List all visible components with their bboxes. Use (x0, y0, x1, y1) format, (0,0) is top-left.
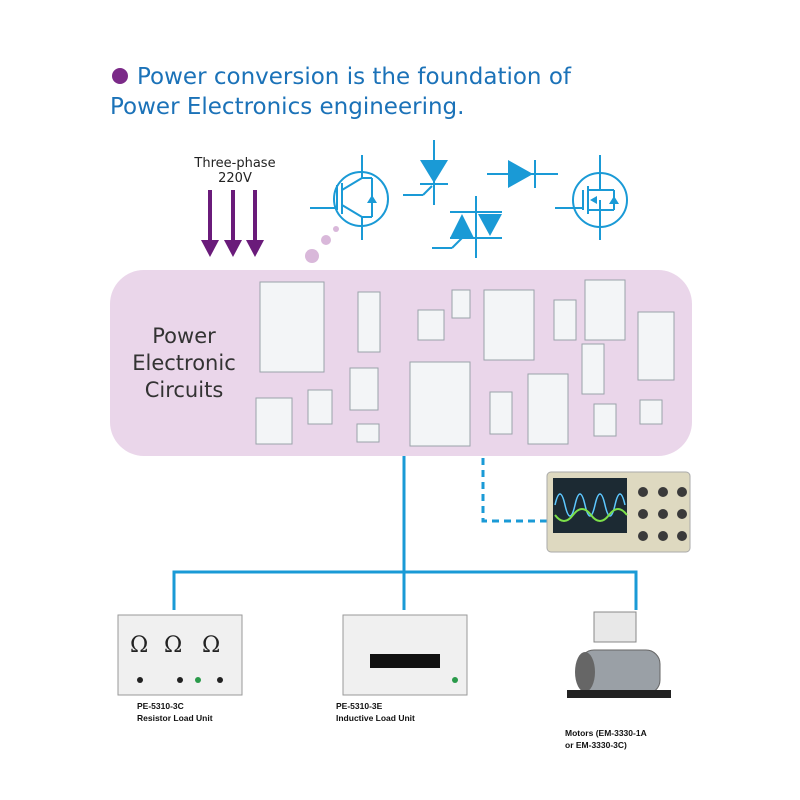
svg-text:Ω: Ω (130, 633, 148, 658)
three-phase-arrows-icon (201, 190, 264, 257)
circuit-modules (255, 279, 675, 447)
svg-text:Ω: Ω (202, 633, 220, 658)
load-2-model: PE-5310-3E (336, 701, 383, 711)
mosfet-symbol-icon (555, 155, 628, 240)
load-1-name: Resistor Load Unit (137, 713, 213, 723)
igbt-symbol-icon (310, 155, 389, 240)
center-label-2: Electronic (132, 351, 236, 375)
heading-line-1: Power conversion is the foundation of (137, 64, 572, 90)
load-3-model: Motors (EM-3330-1A (565, 728, 647, 738)
center-label-3: Circuits (145, 378, 224, 402)
thyristor-symbol-icon (403, 140, 448, 205)
oscilloscope-image (546, 471, 691, 553)
load-3-name: or EM-3330-3C) (565, 740, 627, 750)
oscilloscope-link (481, 458, 547, 523)
load-1-model: PE-5310-3C (137, 701, 184, 711)
motor-image (567, 611, 671, 698)
supply-label-2: 220V (218, 171, 252, 186)
bullet-icon (112, 68, 128, 84)
svg-text:Ω: Ω (164, 633, 182, 658)
diode-symbol-icon (487, 160, 558, 188)
load-2-name: Inductive Load Unit (336, 713, 415, 723)
inductive-load-unit-image (342, 614, 468, 696)
supply-label-1: Three-phase (193, 156, 275, 171)
thought-bubbles (305, 226, 339, 263)
heading-line-2: Power Electronics engineering. (110, 94, 464, 120)
center-label-1: Power (152, 324, 216, 348)
triac-symbol-icon (432, 196, 502, 258)
